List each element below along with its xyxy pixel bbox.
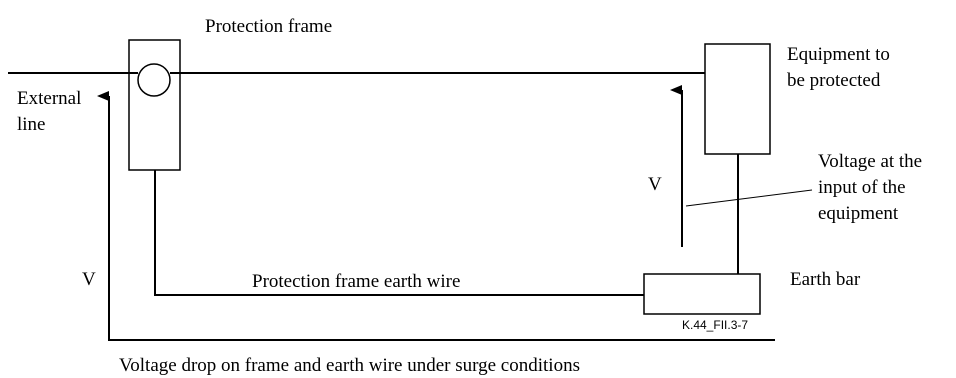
protection-frame-label: Protection frame bbox=[205, 16, 332, 37]
equipment-label-2: be protected bbox=[787, 70, 881, 91]
equipment-label-1: Equipment to bbox=[787, 44, 890, 65]
voltage-input-label-1: Voltage at the bbox=[818, 151, 922, 172]
protection-frame-earth-wire bbox=[154, 170, 644, 296]
voltage-input-label-3: equipment bbox=[818, 203, 899, 224]
equipment-box bbox=[704, 43, 771, 155]
figure-id: K.44_FII.3-7 bbox=[682, 318, 748, 332]
frame-voltage-drop-arrow bbox=[97, 91, 775, 341]
external-line-label-1: External bbox=[17, 88, 81, 109]
voltage-label-pointer bbox=[685, 189, 813, 207]
external-line-label-2: line bbox=[17, 114, 46, 135]
frame-voltage-symbol: V bbox=[82, 269, 96, 290]
protector-circle bbox=[137, 63, 171, 97]
voltage-input-label-2: input of the bbox=[818, 177, 906, 198]
earth-bar-box bbox=[643, 273, 761, 315]
protection-frame-box bbox=[128, 39, 181, 171]
earth-wire-label: Protection frame earth wire bbox=[252, 271, 460, 292]
equipment-voltage-symbol: V bbox=[648, 174, 662, 195]
earth-bar-label: Earth bar bbox=[790, 269, 861, 290]
caption: Voltage drop on frame and earth wire und… bbox=[119, 355, 580, 376]
